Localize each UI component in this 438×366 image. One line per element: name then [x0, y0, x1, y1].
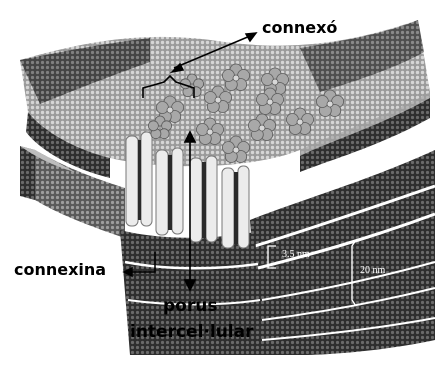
- gap-width-label: 3.5 nm: [282, 250, 310, 260]
- pore-label-line2: intercel·lular: [130, 324, 253, 341]
- pore-label-line1: porus: [163, 298, 217, 315]
- connexin-label: connexina: [14, 262, 106, 278]
- membrane-span-label: 20 nm: [360, 266, 385, 276]
- connexon-label: connexó: [262, 20, 337, 36]
